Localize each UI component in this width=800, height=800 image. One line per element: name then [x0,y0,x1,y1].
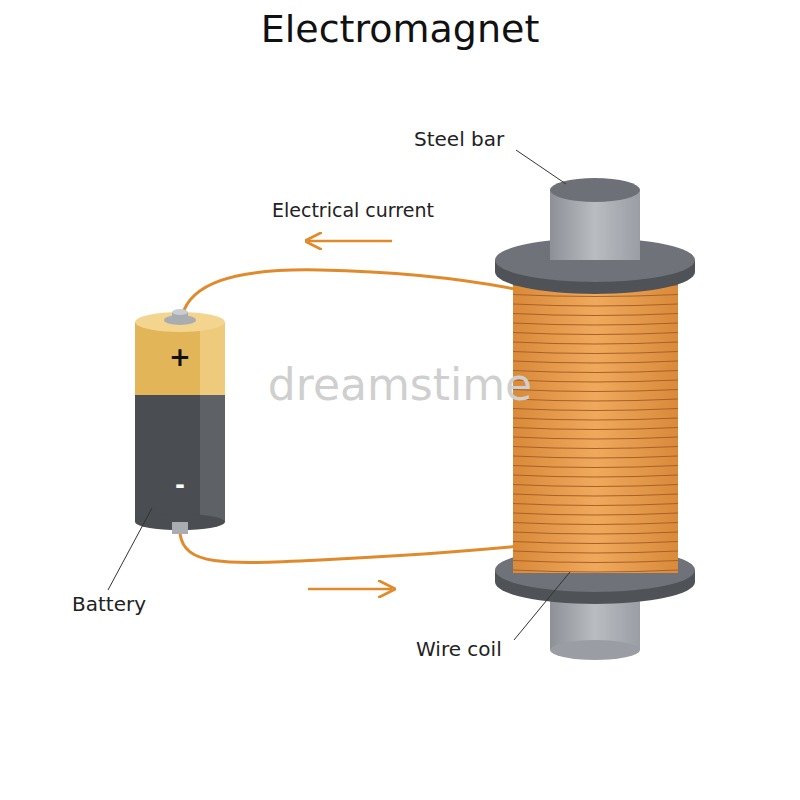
coil-winding [513,523,678,525]
coil-winding [513,352,678,354]
coil-winding [513,361,678,363]
part-label: Steel bar [414,128,504,151]
coil-winding [513,314,678,316]
diagram-title: Electromagnet [261,8,540,52]
coil-winding [513,418,678,420]
coil-winding [513,399,678,401]
coil-winding [513,504,678,506]
coil-winding [513,323,678,325]
leader-line [516,150,566,184]
coil-winding [513,371,678,373]
coil-winding [513,466,678,468]
coil-winding [513,551,678,553]
coil-winding [513,494,678,496]
part-label: Battery [72,593,146,616]
coil-winding [513,333,678,335]
coil-winding [513,542,678,544]
wire-coil [513,278,678,573]
polarity-sign: - [175,472,185,500]
coil-winding [513,437,678,439]
coil-winding [513,532,678,534]
coil-winding [513,390,678,392]
coil-winding [513,570,678,572]
coil-windings [513,285,678,572]
coil-winding [513,485,678,487]
coil-winding [513,380,678,382]
coil-winding [513,513,678,515]
wire-top [182,270,520,316]
watermark: dreamstime [268,360,532,411]
coil-winding [513,295,678,297]
coil-winding [513,456,678,458]
coil-winding [513,409,678,411]
wire-bottom [180,534,520,562]
steel-bar-top [550,178,640,260]
battery [135,309,225,534]
part-label: Electrical current [272,200,434,222]
polarity-sign: + [169,343,191,373]
coil-winding [513,561,678,563]
leader-line [108,508,152,590]
coil-winding [513,428,678,430]
coil-winding [513,304,678,306]
current-arrow [308,588,392,591]
leader-line [514,572,570,640]
part-label: Wire coil [416,638,502,661]
coil-winding [513,342,678,344]
coil-winding [513,447,678,449]
current-arrow [308,240,392,243]
coil-winding [513,475,678,477]
